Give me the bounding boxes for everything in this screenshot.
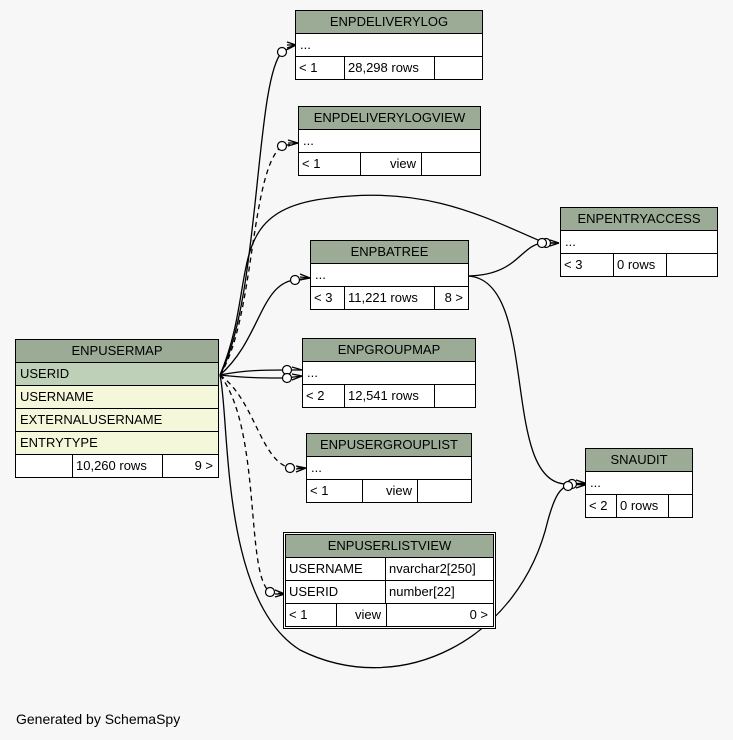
edge-enpusermap-enpdeliverylog [219, 44, 297, 376]
parents-count[interactable]: < 3 [311, 287, 345, 309]
table-enpdeliverylog[interactable]: ENPDELIVERYLOG ... < 1 28,298 rows [295, 10, 483, 80]
table-footer: < 3 11,221 rows 8 > [311, 287, 468, 309]
table-header[interactable]: ENPDELIVERYLOG [296, 11, 482, 34]
table-ellipsis-row: ... [586, 472, 692, 495]
column-name: USERNAME [286, 558, 386, 580]
table-enpbatree[interactable]: ENPBATREE ... < 3 11,221 rows 8 > [310, 240, 469, 310]
edge-marker [276, 140, 288, 152]
parents-count[interactable]: < 1 [296, 57, 345, 79]
column-userid[interactable]: USERID number[22] [286, 581, 493, 604]
parents-count[interactable]: < 2 [303, 385, 345, 407]
edge-marker [562, 480, 574, 492]
table-ellipsis-row: ... [561, 231, 717, 254]
table-footer: < 2 12,541 rows [303, 385, 475, 407]
crowfoot [575, 479, 586, 489]
generated-by-credit: Generated by SchemaSpy [16, 711, 181, 727]
row-count: 10,260 rows [73, 455, 163, 477]
table-footer: < 1 view [307, 480, 471, 502]
table-footer: < 3 0 rows [561, 254, 717, 276]
edge-enpusermap-enpentryaccess [219, 194, 559, 376]
crowfoot [286, 41, 297, 49]
table-ellipsis-row: ... [311, 264, 468, 287]
column-externalusername[interactable]: EXTERNALUSERNAME [16, 409, 218, 432]
children-count [422, 153, 480, 175]
table-ellipsis-row: ... [303, 362, 475, 385]
edge-enpusermap-enpuserlistview [219, 374, 286, 595]
table-ellipsis-row: ... [299, 130, 480, 153]
table-enpentryaccess[interactable]: ENPENTRYACCESS ... < 3 0 rows [560, 207, 718, 277]
table-snaudit[interactable]: SNAUDIT ... < 2 0 rows [585, 448, 693, 518]
edge-enpusermap-snaudit [219, 374, 586, 669]
table-footer: < 1 view 0 > [286, 604, 493, 626]
row-count: 28,298 rows [345, 57, 435, 79]
edge-marker [276, 46, 288, 58]
edge-marker [289, 274, 301, 286]
crowfoot [295, 465, 307, 473]
table-header[interactable]: ENPUSERGROUPLIST [307, 434, 471, 457]
edge-enpusermap-enpbatree [219, 277, 311, 376]
table-ellipsis-row: ... [296, 34, 482, 57]
children-count[interactable]: 9 > [194, 458, 213, 473]
table-ellipsis-row: ... [307, 457, 471, 480]
edge-marker [264, 586, 276, 598]
row-count: 0 rows [614, 254, 667, 276]
crowfoot [299, 273, 311, 281]
table-enpusermap[interactable]: ENPUSERMAP USERID USERNAME EXTERNALUSERN… [15, 339, 219, 478]
row-count: 12,541 rows [345, 385, 435, 407]
table-header[interactable]: ENPBATREE [311, 241, 468, 264]
column-username[interactable]: USERNAME nvarchar2[250] [286, 558, 493, 581]
children-count [667, 254, 717, 276]
parents-count [16, 455, 73, 477]
column-name: USERID [286, 581, 386, 603]
edge-marker [284, 462, 296, 474]
parents-count[interactable]: < 1 [299, 153, 361, 175]
column-type: nvarchar2[250] [389, 561, 476, 576]
row-count: view [337, 604, 387, 626]
row-count: 0 rows [617, 495, 669, 517]
column-entrytype[interactable]: ENTRYTYPE [16, 432, 218, 455]
parents-count[interactable]: < 1 [307, 480, 363, 502]
table-header[interactable]: ENPUSERLISTVIEW [286, 535, 493, 558]
table-header[interactable]: ENPGROUPMAP [303, 339, 475, 362]
table-footer: < 2 0 rows [586, 495, 692, 517]
table-enpuserlistview[interactable]: ENPUSERLISTVIEW USERNAME nvarchar2[250] … [283, 532, 496, 629]
edge-marker [281, 372, 293, 384]
table-header[interactable]: ENPUSERMAP [16, 340, 218, 363]
parents-count[interactable]: < 1 [286, 604, 337, 626]
children-count [435, 57, 482, 79]
table-header[interactable]: ENPDELIVERYLOGVIEW [299, 107, 480, 130]
table-enpgroupmap[interactable]: ENPGROUPMAP ... < 2 12,541 rows [302, 338, 476, 408]
row-count: view [361, 153, 422, 175]
edge-enpbatree-snaudit [467, 275, 586, 486]
table-header[interactable]: SNAUDIT [586, 449, 692, 472]
children-count: 0 > [469, 607, 488, 622]
column-username[interactable]: USERNAME [16, 386, 218, 409]
edge-enpusermap-enpusergrouplist [219, 374, 306, 469]
crowfoot [291, 366, 303, 381]
children-count [669, 495, 692, 517]
table-enpdeliverylogview[interactable]: ENPDELIVERYLOGVIEW ... < 1 view [298, 106, 481, 176]
column-userid[interactable]: USERID [16, 363, 218, 386]
children-count [418, 480, 471, 502]
children-count [435, 385, 475, 407]
crowfoot [549, 239, 560, 247]
table-footer: < 1 view [299, 153, 480, 175]
edge-enpusermap-enpdeliverylogview [219, 142, 299, 376]
children-count[interactable]: 8 > [444, 290, 463, 305]
column-type: number[22] [389, 584, 455, 599]
table-footer: 10,260 rows 9 > [16, 455, 218, 477]
row-count: view [363, 480, 418, 502]
edge-marker [536, 237, 548, 249]
table-enpusergrouplist[interactable]: ENPUSERGROUPLIST ... < 1 view [306, 433, 472, 503]
table-header[interactable]: ENPENTRYACCESS [561, 208, 717, 231]
row-count: 11,221 rows [345, 287, 435, 309]
parents-count[interactable]: < 2 [586, 495, 617, 517]
crowfoot [287, 139, 299, 147]
parents-count[interactable]: < 3 [561, 254, 614, 276]
table-footer: < 1 28,298 rows [296, 57, 482, 79]
